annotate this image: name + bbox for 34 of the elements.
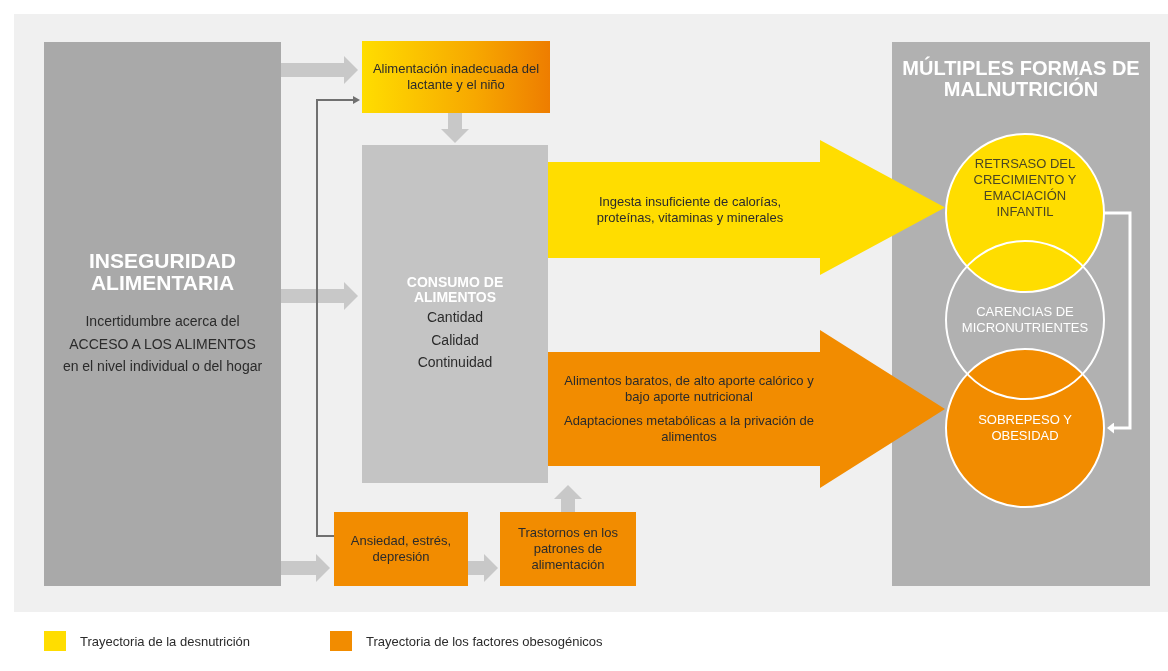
node-label: Trastornos en los patrones de alimentación: [517, 524, 619, 574]
node-label: RETRSASO DEL CRECIMIENTO Y EMACIACIÓN INFANTIL: [972, 155, 1078, 221]
arrow: [554, 485, 582, 512]
arrow: [441, 113, 469, 143]
arrow: [1103, 211, 1132, 434]
node-label: Alimentación inadecuada del lactante y el niño: [371, 60, 541, 94]
process-box: [334, 512, 468, 586]
arrow: [468, 554, 498, 582]
node-label: Calidad: [431, 330, 479, 350]
heading: CONSUMO DE ALIMENTOS: [405, 275, 505, 305]
node-label: Ingesta insuficiente de calorías, proteínas, vitaminas y minerales: [595, 193, 785, 227]
legend-label: Trayectoria de la desnutrición: [80, 633, 251, 649]
node-label: Continuidad: [417, 353, 493, 373]
heading: INSEGURIDAD ALIMENTARIA: [88, 250, 237, 295]
node-label: Adaptaciones metabólicas a la privación de alimentos: [562, 413, 815, 446]
process-box: [362, 145, 548, 483]
node-label: Ansiedad, estrés, depresión: [349, 532, 453, 566]
arrow: [281, 282, 358, 310]
block-arrow: [548, 140, 945, 275]
heading: MÚLTIPLES FORMAS DE MALNUTRICIÓN: [901, 58, 1141, 100]
description: Incertidumbre acerca del ACCESO A LOS ALIMENTOS en el nivel individual o del hogar: [62, 312, 263, 377]
process-box: [362, 41, 550, 113]
node-label: CARENCIAS DE MICRONUTRIENTES: [960, 303, 1090, 337]
panel: [892, 42, 1150, 586]
node-label: SOBREPESO Y OBESIDAD: [977, 411, 1073, 445]
arrow: [281, 554, 330, 582]
legend-label: Trayectoria de los factores obesogénicos: [366, 633, 603, 649]
process-box: [500, 512, 636, 586]
node-label: Cantidad: [426, 308, 483, 328]
arrow: [316, 96, 360, 537]
heading: Alimentos baratos, de alto aporte calórico y bajo aporte nutricional: [563, 372, 815, 405]
arrow: [281, 56, 358, 84]
category-box: [44, 42, 281, 586]
block-arrow: [548, 330, 945, 488]
